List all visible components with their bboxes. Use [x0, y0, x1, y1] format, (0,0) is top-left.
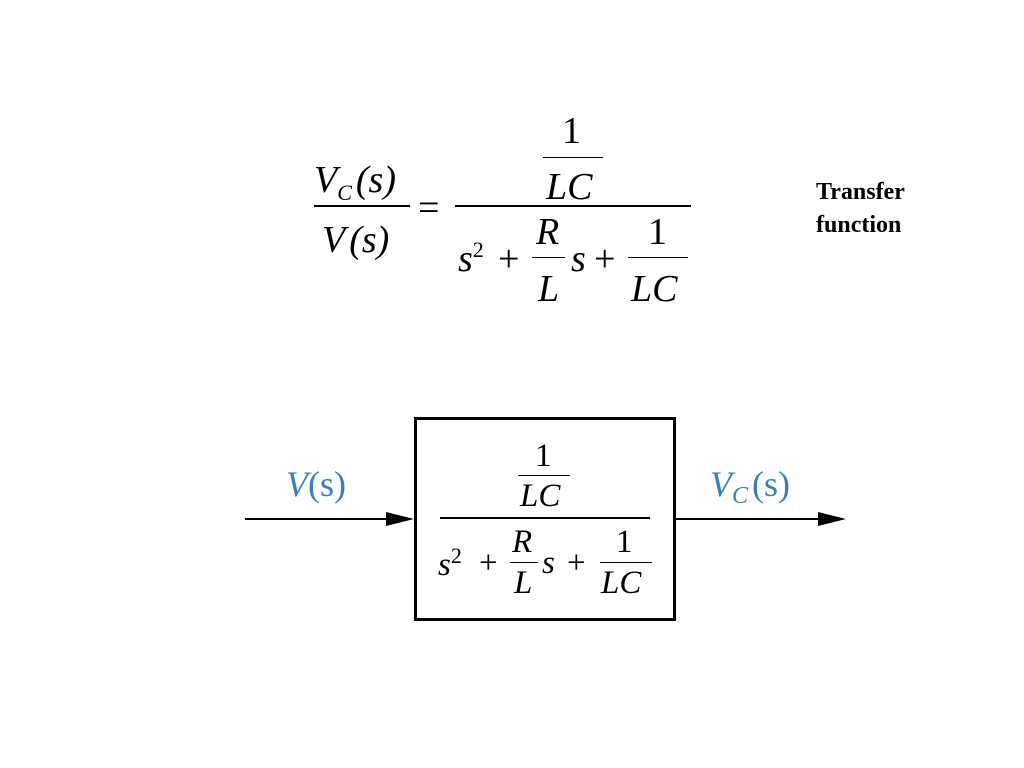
block-den-1LC-bar [600, 562, 652, 563]
rhs-num-bot: LC [546, 166, 593, 208]
rhs-den-R: R [536, 211, 560, 253]
block-num-top: 1 [535, 438, 552, 474]
block-den-plus1: + [479, 545, 498, 581]
rhs-den-1LC-bar [628, 257, 688, 258]
lhs-den-var: V [322, 219, 346, 261]
rhs-den-LC: LC [631, 268, 678, 310]
block-main-fraction-bar [440, 517, 650, 519]
lhs-num-sub: C [337, 180, 352, 205]
transfer-function-caption: Transfer function [816, 176, 905, 242]
lhs-numerator: VC(s) [314, 159, 397, 204]
block-den-plus2: + [567, 545, 586, 581]
block-den-LC: LC [601, 565, 642, 601]
rhs-num-top: 1 [562, 110, 581, 152]
block-den-one: 1 [616, 524, 633, 560]
rhs-den-plus1: + [498, 238, 520, 280]
lhs-denominator: V(s) [322, 221, 389, 259]
lhs-num-var: V [314, 159, 338, 201]
input-signal-label: V(s) [286, 466, 346, 502]
output-label-var: V [710, 464, 732, 504]
caption-line2: function [816, 212, 902, 238]
block-den-s-squared: s2 [438, 545, 462, 583]
block-num-bot: LC [520, 478, 561, 514]
lhs-den-arg: (s) [349, 219, 390, 261]
output-arrow-head [818, 512, 846, 526]
rhs-den-plus2: + [594, 238, 616, 280]
block-den-R: R [512, 524, 533, 560]
rhs-den-s: s [458, 238, 473, 280]
block-den-L: L [514, 565, 533, 601]
lhs-fraction-bar [314, 205, 410, 207]
rhs-den-one: 1 [648, 211, 667, 253]
rhs-main-fraction-bar [455, 205, 691, 207]
caption-line1: Transfer [816, 179, 905, 205]
rhs-num-fraction-bar [543, 157, 603, 158]
input-label-arg: (s) [308, 464, 346, 504]
block-num-fraction-bar [518, 475, 570, 476]
block-den-s: s [438, 547, 451, 583]
block-den-pow: 2 [450, 543, 462, 568]
input-label-var: V [286, 464, 308, 504]
output-signal-label: VC(s) [710, 464, 791, 508]
rhs-den-s2: s [571, 238, 586, 280]
output-label-arg: (s) [752, 464, 791, 504]
input-arrow-head [386, 512, 414, 526]
rhs-den-pow: 2 [472, 237, 484, 262]
rhs-den-s-squared: s2 [458, 237, 484, 280]
block-den-RL-bar [510, 562, 538, 563]
rhs-den-RL-bar [532, 257, 565, 258]
lhs-num-arg: (s) [355, 159, 397, 201]
output-label-sub: C [732, 483, 749, 509]
transfer-function-block [414, 417, 676, 621]
rhs-den-L: L [538, 268, 560, 310]
equals-sign: = [418, 187, 440, 229]
block-den-s2: s [542, 545, 555, 581]
